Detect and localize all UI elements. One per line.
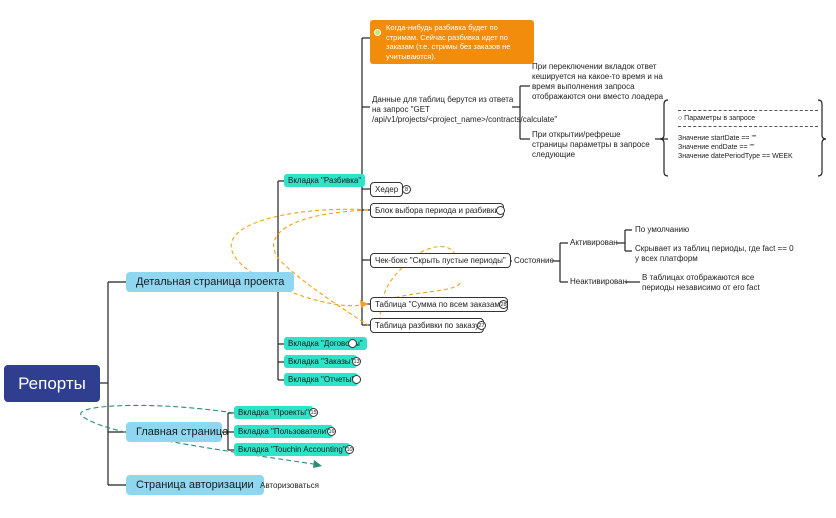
tab-touchin-accounting-badge: 10 — [345, 445, 354, 454]
state-label: Состояние — [514, 256, 554, 265]
tab-projects[interactable]: Вкладка "Проекты" — [234, 406, 313, 419]
root-node[interactable]: Репорты — [4, 365, 100, 402]
tab-breakdown[interactable]: Вкладка "Разбивка" — [284, 174, 366, 187]
state-inactive[interactable]: Неактивирован — [570, 277, 628, 286]
params-title: ○ Параметры в запросе — [678, 115, 756, 122]
tab-orders-badge: 13 — [352, 357, 361, 366]
state-hides-zero-fact: Скрывает из таблиц периоды, где fact == … — [635, 244, 794, 263]
header-badge: 8 — [402, 185, 411, 194]
tab-contracts-badge — [348, 339, 357, 348]
data-source-node[interactable]: Данные для таблиц берутся из ответа на з… — [372, 95, 558, 124]
total-table-badge: 28 — [499, 300, 508, 309]
header-node[interactable]: Хедер — [370, 182, 404, 197]
order-breakdown-table-node[interactable]: Таблица разбивки по заказу — [370, 318, 485, 333]
tab-reports[interactable]: Вкладка "Отчеты" — [284, 373, 359, 386]
total-table-node[interactable]: Таблица "Сумма по всем заказам" — [370, 297, 508, 312]
period-block-badge — [496, 206, 505, 215]
tab-orders[interactable]: Вкладка "Заказы" — [284, 355, 358, 368]
note-text: Когда-нибудь разбивка будет по стримам. … — [386, 23, 511, 61]
hide-empty-periods-checkbox-node[interactable]: Чек-бокс "Скрыть пустые периоды" — [370, 253, 511, 268]
auth-action-label: Авторизоваться — [260, 481, 319, 490]
state-default: По умолчанию — [635, 225, 690, 234]
request-params-block: ○ Параметры в запросе Значение startDate… — [678, 107, 818, 161]
tab-switch-cache-node[interactable]: При переключении вкладок ответ кешируетс… — [532, 62, 664, 101]
tab-contracts[interactable]: Вкладка "Договоры" — [284, 337, 367, 350]
param-start-date: Значение startDate == "" — [678, 135, 757, 142]
params-mid-divider — [678, 126, 818, 127]
param-date-period-type: Значение datePeriodType == WEEK — [678, 153, 793, 160]
param-end-date: Значение endDate == "" — [678, 144, 755, 151]
tab-projects-badge: 15 — [309, 408, 318, 417]
auth-page-node[interactable]: Страница авторизации — [126, 475, 264, 495]
params-top-divider — [678, 110, 818, 111]
note-icon — [374, 29, 381, 36]
tab-reports-badge — [352, 375, 361, 384]
tab-users-badge: 16 — [327, 427, 336, 436]
project-detail-node[interactable]: Детальная страница проекта — [126, 272, 295, 292]
stream-breakdown-note[interactable]: Когда-нибудь разбивка будет по стримам. … — [370, 20, 534, 64]
state-shows-all-periods: В таблицах отображаются все периоды неза… — [642, 273, 760, 292]
main-page-node[interactable]: Главная страница — [126, 422, 228, 442]
state-active[interactable]: Активирован — [570, 238, 618, 247]
tab-users[interactable]: Вкладка "Пользователи" — [234, 425, 333, 438]
tab-touchin-accounting[interactable]: Вкладка "Touchin Accounting" — [234, 443, 350, 456]
order-table-badge: 27 — [477, 321, 486, 330]
period-selection-block-node[interactable]: Блок выбора периода и разбивки — [370, 203, 504, 218]
page-refresh-params-node[interactable]: При открытии/рефреше страницы параметры … — [532, 130, 650, 159]
